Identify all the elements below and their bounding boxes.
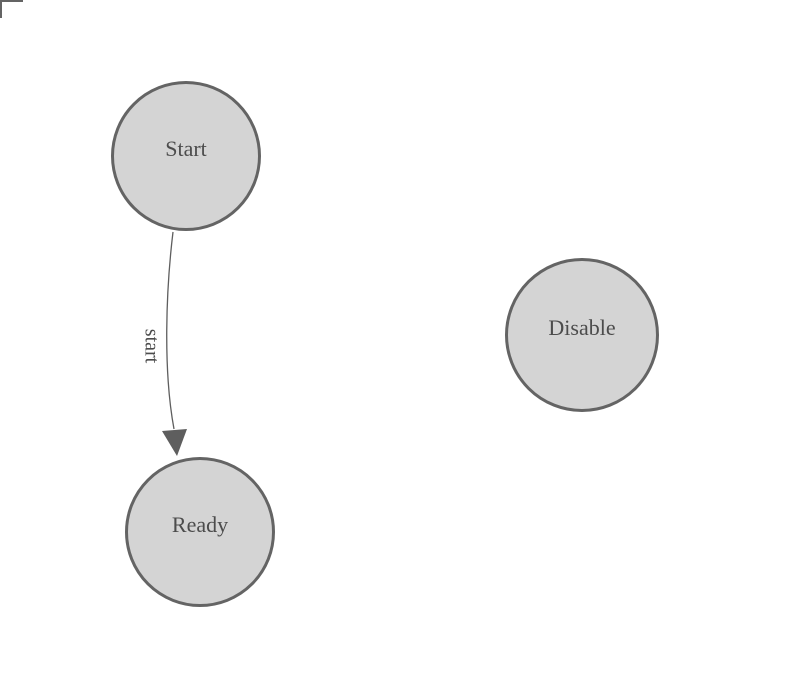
edge-start-to-ready[interactable] [166, 231, 175, 430]
state-node-ready[interactable]: Ready [125, 457, 275, 607]
state-node-start[interactable]: Start [111, 81, 261, 231]
arrowhead-icon[interactable] [162, 429, 187, 456]
state-label-ready: Ready [171, 512, 229, 537]
paper-origin-marker [0, 0, 23, 18]
state-node-disable[interactable]: Disable [505, 258, 659, 412]
edge-label-start[interactable]: start [140, 328, 163, 364]
state-label-disable: Disable [548, 315, 616, 340]
state-label-start: Start [165, 136, 207, 161]
